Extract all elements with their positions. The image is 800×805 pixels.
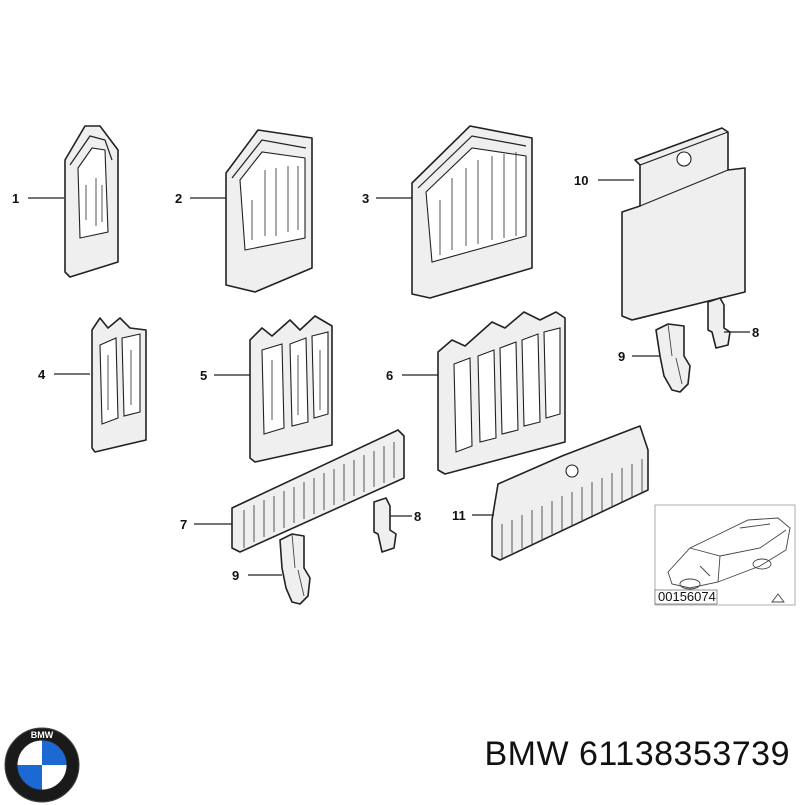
connector-housing-6 <box>437 311 566 475</box>
connector-housing-4 <box>91 317 147 453</box>
connector-housing-5 <box>249 315 333 463</box>
part-number: 61138353739 <box>579 735 790 773</box>
callout-5: 5 <box>200 368 250 383</box>
terminal-socket-9-left <box>279 533 311 605</box>
callout-8-right: 8 <box>724 325 759 340</box>
callout-11: 11 <box>452 508 494 523</box>
brand-name: BMW <box>484 735 570 773</box>
callout-label-3: 3 <box>362 191 369 206</box>
svg-text:BMW: BMW <box>31 730 54 740</box>
cover-cap-10 <box>621 127 746 321</box>
callout-10: 10 <box>574 173 634 188</box>
vehicle-thumbnail: 00156074 <box>654 504 796 606</box>
terminal-pin-8-left <box>373 497 397 553</box>
connector-housing-1 <box>64 125 119 278</box>
callout-label-11: 11 <box>452 508 466 523</box>
cover-strip-11 <box>491 425 649 561</box>
callout-8-left: 8 <box>390 509 421 524</box>
bmw-logo: BMW <box>4 727 80 803</box>
callout-7: 7 <box>180 517 232 532</box>
callout-label-8-right: 8 <box>752 325 759 340</box>
callout-9-left: 9 <box>232 568 282 583</box>
callout-6: 6 <box>386 368 438 383</box>
callout-label-5: 5 <box>200 368 207 383</box>
callout-4: 4 <box>38 367 90 382</box>
connector-housing-3 <box>411 125 533 299</box>
parts-diagram: 1 2 3 10 4 <box>12 125 796 606</box>
callout-3: 3 <box>362 191 412 206</box>
callout-label-8-left: 8 <box>414 509 421 524</box>
callout-label-6: 6 <box>386 368 393 383</box>
callout-1: 1 <box>12 191 64 206</box>
connector-housing-2 <box>225 129 313 293</box>
callout-label-9-right: 9 <box>618 349 625 364</box>
callout-2: 2 <box>175 191 226 206</box>
callout-label-4: 4 <box>38 367 46 382</box>
callout-label-10: 10 <box>574 173 588 188</box>
terminal-socket-9-right <box>655 323 691 393</box>
callout-9-right: 9 <box>618 349 660 364</box>
callout-label-9-left: 9 <box>232 568 239 583</box>
terminal-pin-8-right <box>707 297 731 349</box>
reference-code: 00156074 <box>658 589 716 604</box>
terminal-strip-7 <box>231 429 405 553</box>
callout-label-7: 7 <box>180 517 187 532</box>
callout-label-1: 1 <box>12 191 19 206</box>
part-number-caption: BMW 61138353739 <box>484 735 790 774</box>
callout-label-2: 2 <box>175 191 182 206</box>
